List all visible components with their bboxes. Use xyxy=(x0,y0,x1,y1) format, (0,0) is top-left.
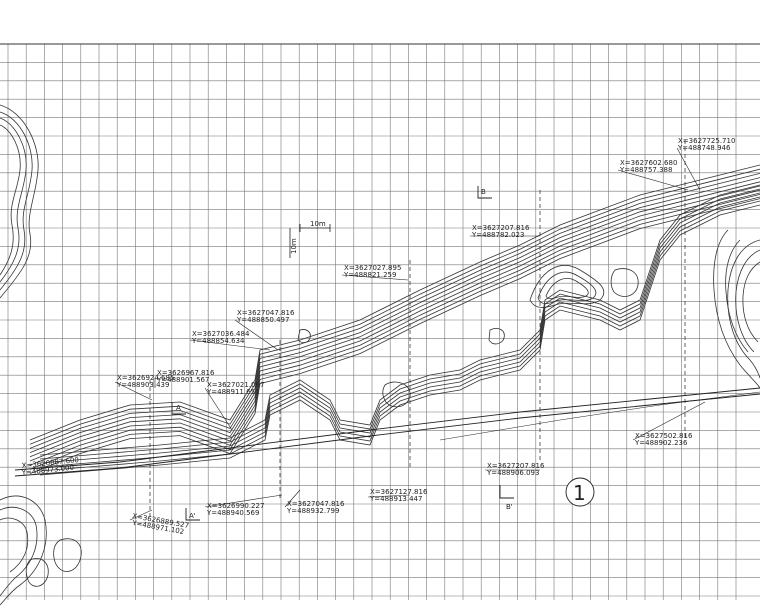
embankment-contour-line xyxy=(29,198,760,474)
coord-10-y: Y=488902.236 xyxy=(634,439,688,447)
slope-toe-contour-line xyxy=(39,184,760,456)
coord-8-x: X=3626924.685 xyxy=(117,374,174,382)
section-mark-a-prime: A' xyxy=(189,512,196,520)
coord-4-y: Y=488821.259 xyxy=(343,271,396,279)
coord-1-y: Y=488748.946 xyxy=(677,144,731,152)
embankment-contour-line xyxy=(29,189,760,466)
section-mark-b: B xyxy=(481,188,486,196)
coord-14-x: X=3626990.227 xyxy=(207,502,264,510)
embankment-contour-line xyxy=(29,181,760,458)
slope-toe-contour-line xyxy=(39,188,760,460)
coord-7-y: Y=488901.567 xyxy=(156,376,209,384)
embankment-contour-line xyxy=(29,194,760,470)
section-lines xyxy=(149,140,686,520)
coord-6-x: X=3627036.484 xyxy=(192,330,250,338)
right-contour-cluster xyxy=(713,229,760,389)
coord-11-x: X=3627207.816 xyxy=(487,462,545,470)
coord-1-x: X=3627725.710 xyxy=(678,137,735,145)
embankment-contour-line xyxy=(29,185,760,462)
road-lines xyxy=(14,387,760,477)
coord-9-x: X=3627021.067 xyxy=(207,381,264,389)
sheet-number-circle xyxy=(565,477,595,507)
coord-6-y: Y=488854.634 xyxy=(191,337,245,345)
coord-3-y: Y=488782.023 xyxy=(471,231,524,239)
coord-11-y: Y=488906.093 xyxy=(486,469,539,477)
coord-4-x: X=3627027.895 xyxy=(344,264,401,272)
coord-5-x: X=3627047.816 xyxy=(237,309,295,317)
scale-label: 10m xyxy=(310,220,326,228)
section-mark-a: A xyxy=(176,404,181,412)
section-marks xyxy=(171,186,514,521)
slope-toe-contour-line xyxy=(39,196,760,468)
coord-12-y: Y=488913.447 xyxy=(369,495,422,503)
callout-leaders xyxy=(114,147,706,521)
coord-5-y: Y=488850.497 xyxy=(236,316,289,324)
embankment-contour-line xyxy=(29,177,760,453)
sheet-number: 1 xyxy=(573,481,586,505)
coord-8-y: Y=488903.439 xyxy=(116,381,169,389)
coord-14-y: Y=488940.569 xyxy=(206,509,259,517)
survey-grid xyxy=(0,43,760,600)
coord-9-y: Y=488911.651 xyxy=(206,388,259,396)
scale-label-vertical: 10m xyxy=(290,238,298,254)
coord-10-x: X=3627502.816 xyxy=(635,432,693,440)
coord-13-x: X=3627047.816 xyxy=(287,500,345,508)
inner-pit-contours xyxy=(297,265,639,408)
coord-12-x: X=3627127.816 xyxy=(370,488,428,496)
left-contour-cluster xyxy=(0,104,39,299)
coord-2-y: Y=488757.388 xyxy=(619,166,672,174)
section-mark-b-prime: B' xyxy=(506,503,513,511)
coord-2-x: X=3627602.680 xyxy=(620,159,677,167)
coord-7-x: X=3626967.816 xyxy=(157,369,215,377)
slope-toe-contour-line xyxy=(39,200,760,472)
bottom-left-contours xyxy=(0,495,82,606)
slope-toe-contour-line xyxy=(39,192,760,464)
coord-13-y: Y=488932.799 xyxy=(286,507,339,515)
slope-toe-contour-line xyxy=(39,204,760,476)
scale-bar: 10m 10m xyxy=(289,220,331,258)
coordinate-callouts: X=3627725.710 Y=488748.946 X=3627602.680… xyxy=(20,137,735,536)
coord-3-x: X=3627207.816 xyxy=(472,224,530,232)
embankment-contours xyxy=(29,164,760,476)
